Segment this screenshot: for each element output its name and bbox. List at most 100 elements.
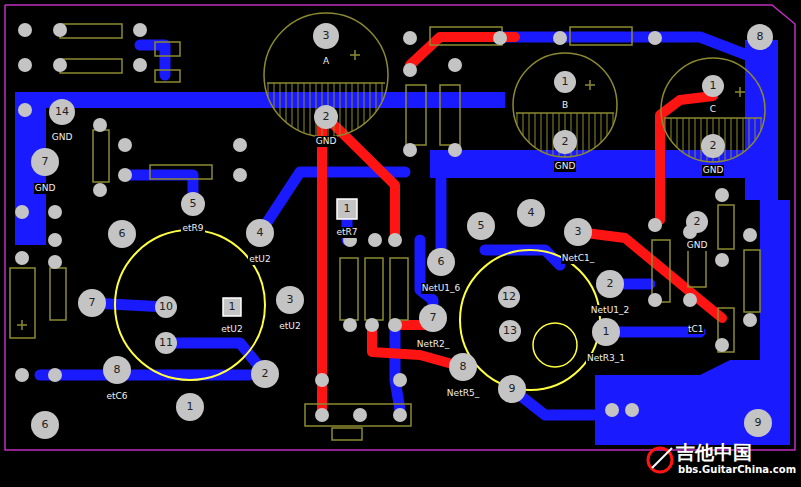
solder-pad: [18, 58, 32, 72]
pin-number: 1: [336, 198, 358, 220]
pin-number: 4: [517, 199, 545, 227]
net-name: etR7: [335, 227, 358, 238]
pad-fill: [592, 318, 620, 346]
capacitor-band: [516, 112, 614, 114]
pin-number: 2: [596, 270, 624, 298]
pin-number: 1: [702, 75, 724, 97]
polarity-mark: [735, 87, 745, 97]
solder-pad: [118, 138, 132, 152]
pad-fill: [419, 304, 447, 332]
pad-fill: [498, 286, 520, 308]
pad-fill: [517, 199, 545, 227]
pad-fill: [449, 353, 477, 381]
polarity-mark: [17, 320, 27, 330]
round-pad: 3A: [313, 23, 339, 68]
part-outline: [93, 130, 109, 182]
pad-fill: [337, 199, 357, 219]
pad-fill: [744, 409, 772, 437]
capacitor-band: [267, 82, 385, 84]
copper-pour: [15, 92, 505, 108]
net-name: GND: [702, 165, 725, 176]
watermark: bbs.GuitarChina.com: [678, 464, 796, 475]
capacitor-hatch: [268, 83, 382, 137]
pad-fill: [108, 220, 136, 248]
round-pad: 2NetU1_2: [589, 270, 632, 317]
pin-number: 10: [155, 296, 177, 318]
part-outline: [390, 258, 408, 320]
round-pad: 1NetR3_1: [585, 318, 628, 365]
solder-pad: [15, 368, 29, 382]
part-outline: [305, 404, 411, 426]
pin-number: 7: [419, 304, 447, 332]
pad-fill: [31, 148, 59, 176]
capacitor-outline: [661, 58, 765, 162]
net-name: etU2: [248, 254, 271, 265]
pad-fill: [78, 289, 106, 317]
net-name: C: [709, 104, 717, 115]
round-pad: 7NetR2_: [415, 304, 452, 351]
part-outline: [60, 59, 122, 73]
pin-number: 3: [313, 23, 339, 49]
round-pad: 1: [176, 393, 204, 421]
solder-pad: [315, 408, 329, 422]
solder-pad: [625, 403, 639, 417]
copper-trace: [578, 232, 722, 318]
solder-pad: [448, 58, 462, 72]
watermark: 吉他中国: [676, 440, 752, 466]
capacitor-outline: [264, 13, 388, 137]
pad-fill: [686, 211, 708, 233]
round-pad: 8NetR5_: [445, 353, 482, 400]
solder-pad: [353, 408, 367, 422]
solder-pad: [403, 31, 417, 45]
pin-number: 1: [222, 297, 242, 317]
round-pad: 3etU2: [276, 286, 304, 333]
net-name: GND: [51, 132, 74, 143]
pad-fill: [223, 298, 241, 316]
net-name: GND: [315, 136, 338, 147]
round-pad: 7: [78, 289, 106, 317]
pad-fill: [314, 105, 338, 129]
round-pad: 2GND: [685, 211, 710, 252]
part-outline: [155, 70, 180, 82]
copper-trace: [395, 325, 400, 410]
solder-pad: [493, 31, 507, 45]
part-outline: [155, 42, 180, 56]
round-pad: 14GND: [49, 99, 75, 144]
round-pad: 6NetU1_6: [420, 248, 463, 295]
round-pad: 10: [155, 296, 177, 318]
pad-fill: [181, 192, 205, 216]
copper-trace: [500, 37, 760, 60]
copper-trace: [260, 172, 405, 233]
solder-pad: [53, 58, 67, 72]
round-pad: 7GND: [31, 148, 59, 195]
pin-number: 11: [155, 332, 177, 354]
solder-pad: [93, 183, 107, 197]
pin-number: 2: [686, 211, 708, 233]
pin-number: 6: [427, 248, 455, 276]
part-outline: [652, 240, 670, 302]
polarity-mark: [585, 80, 595, 90]
round-pad: 12: [498, 286, 520, 308]
solder-pad: [315, 373, 329, 387]
part-outline: [365, 258, 383, 320]
solder-pad: [388, 233, 402, 247]
net-name: NetU1_2: [590, 305, 630, 316]
pad-fill: [702, 75, 724, 97]
pin-number: 9: [498, 375, 526, 403]
pin-number: 13: [499, 320, 521, 342]
solder-pad: [743, 228, 757, 242]
pin-number: 6: [108, 220, 136, 248]
solder-pad: [605, 403, 619, 417]
solder-pad: [393, 408, 407, 422]
part-outline: [60, 24, 122, 38]
board-outline: [5, 5, 795, 450]
net-name: GND: [34, 183, 57, 194]
pin-number: 4: [246, 219, 274, 247]
solder-pad: [553, 31, 567, 45]
net-name: NetR3_1: [586, 353, 626, 364]
pin-number: 5: [467, 212, 495, 240]
pad-fill: [31, 411, 59, 439]
net-name: NetU1_6: [421, 283, 461, 294]
pin-number: 8: [103, 356, 131, 384]
socket-outline: [460, 250, 600, 390]
